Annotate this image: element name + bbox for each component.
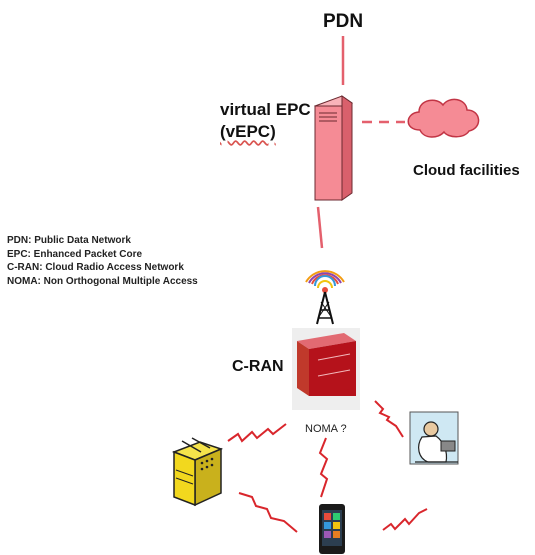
pdn-label: PDN [323,11,364,32]
link-vepc-antenna [316,206,324,249]
cloud-icon [407,98,480,138]
wireless-link-noma [318,437,329,498]
cran-unit-icon [292,328,360,410]
wireless-link-phone-right [382,508,428,531]
user-terminal-icon [409,411,459,465]
legend-item-cran: C-RAN: Cloud Radio Access Network [7,262,184,273]
vepc-label-line1: virtual EPC [220,100,311,119]
legend-item-epc: EPC: Enhanced Packet Core [7,248,143,260]
legend-item-pdn: PDN: Public Data Network [7,235,131,246]
legend-item-noma: NOMA: Non Orthogonal Multiple Access [7,275,198,287]
server-icon [313,95,354,201]
vepc-label-line2: (vEPC) [220,122,276,141]
legend: PDN: Public Data Network EPC: Enhanced P… [7,234,198,288]
wireless-link-sensor [227,423,287,443]
cran-label: C-RAN [232,358,284,375]
antenna-tower-icon [305,270,345,325]
wireless-link-user [374,400,404,438]
cloud-facilities-label: Cloud facilities [413,162,520,179]
wireless-link-phone-left [238,492,298,533]
sensor-device-icon [171,437,224,507]
mobile-phone-icon [319,504,345,554]
noma-label: NOMA ? [305,423,347,435]
